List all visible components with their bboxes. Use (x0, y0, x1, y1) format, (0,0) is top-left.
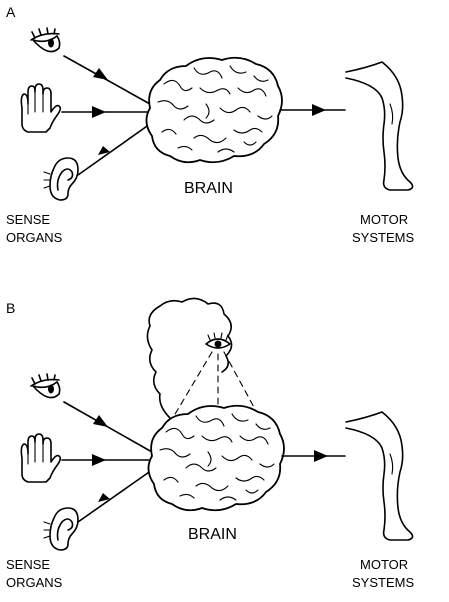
panel-b: B BRAIN SENSE ORGANS MO (6, 297, 414, 590)
ear-icon (43, 157, 79, 201)
arrowhead (92, 454, 106, 466)
inner-eye-icon (205, 332, 231, 349)
brain-label: BRAIN (188, 526, 237, 543)
brain-icon (147, 404, 285, 512)
arrowhead (312, 104, 326, 116)
arrowhead (92, 106, 106, 118)
eye-icon (30, 373, 61, 399)
motor-systems-label-line1: MOTOR (360, 212, 408, 227)
arrowhead (93, 68, 108, 80)
eye-icon (30, 27, 61, 53)
motor-systems-label-line1: MOTOR (360, 557, 408, 572)
leg-icon (345, 411, 414, 541)
brain-icon (145, 56, 283, 164)
sense-organs-label-line2: ORGANS (6, 575, 63, 590)
panel-letter: A (6, 4, 16, 20)
arrowhead (93, 415, 108, 427)
sense-organs-label-line1: SENSE (6, 212, 50, 227)
arrowhead (98, 146, 110, 155)
arrowhead (98, 493, 110, 502)
panel-letter: B (6, 300, 15, 316)
input-arrows (61, 55, 151, 176)
ear-icon (43, 507, 79, 551)
brain-label: BRAIN (184, 180, 233, 197)
hand-icon (20, 83, 62, 133)
panel-a: A BRAIN SENSE ORGANS MOTOR SYSTEMS (6, 4, 414, 245)
sense-organs-label-line1: SENSE (6, 557, 50, 572)
leg-icon (345, 61, 414, 191)
arrowhead (314, 450, 328, 462)
motor-systems-label-line2: SYSTEMS (352, 575, 414, 590)
output-arrow (279, 104, 346, 116)
hand-icon (20, 433, 62, 483)
motor-systems-label-line2: SYSTEMS (352, 230, 414, 245)
sense-organs-label-line2: ORGANS (6, 230, 63, 245)
output-arrow (281, 450, 346, 462)
thought-cloud-icon (146, 297, 233, 419)
input-arrows (61, 401, 153, 523)
